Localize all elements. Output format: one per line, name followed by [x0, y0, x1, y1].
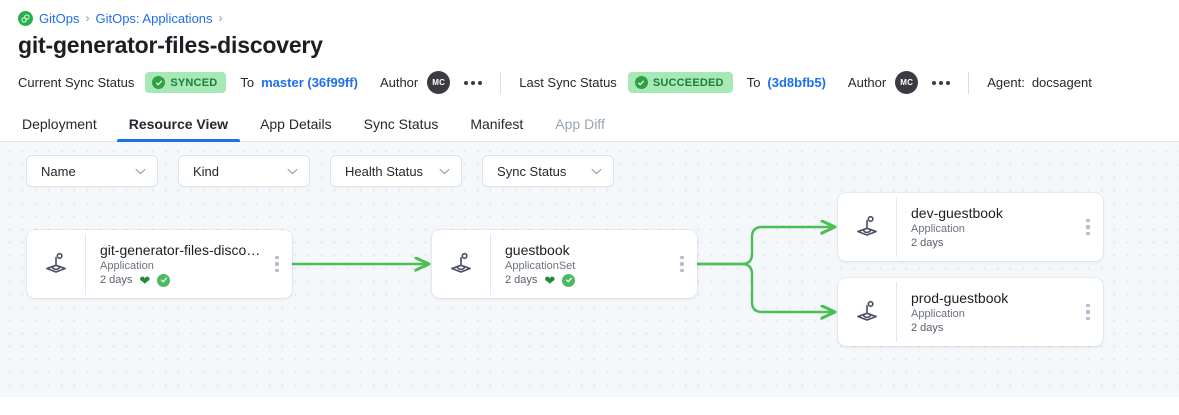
- filter-name[interactable]: Name: [26, 155, 158, 187]
- last-sync-status-badge: SUCCEEDED: [627, 72, 733, 93]
- filter-sync-status[interactable]: Sync Status: [482, 155, 615, 187]
- node-title: guestbook: [505, 241, 570, 258]
- filter-health-status[interactable]: Health Status: [330, 155, 463, 187]
- current-more-options-icon[interactable]: [464, 80, 483, 85]
- node-meta: 2 days: [911, 322, 1073, 334]
- chevron-down-icon: [287, 168, 298, 175]
- health-heart-icon: ❤: [139, 272, 151, 288]
- agent-value: docsagent: [1031, 75, 1092, 90]
- node-kind: ApplicationSet: [505, 259, 576, 272]
- last-sync-status-label: Last Sync Status: [519, 75, 617, 90]
- node-title: dev-guestbook: [911, 205, 1003, 221]
- node-menu-icon[interactable]: [1073, 218, 1103, 236]
- tab-deployment[interactable]: Deployment: [22, 116, 97, 132]
- page-title: git-generator-files-discovery: [18, 32, 323, 58]
- graph-node-dev-guestbook[interactable]: dev-guestbook Application 2 days: [838, 193, 1103, 261]
- graph-node-git-generator-files-discovery[interactable]: git-generator-files-disco… Application 2…: [27, 230, 292, 298]
- sync-check-icon: [157, 273, 171, 287]
- node-meta: 2 days: [911, 237, 1073, 249]
- argo-application-icon: [838, 299, 896, 325]
- sync-check-icon: [562, 273, 576, 287]
- node-body: prod-guestbook Application 2 days: [896, 282, 1073, 342]
- status-bar: Current Sync Status SYNCED To master (36…: [0, 59, 1179, 105]
- graph-node-prod-guestbook[interactable]: prod-guestbook Application 2 days: [838, 278, 1103, 346]
- agent-label: Agent:: [987, 75, 1025, 90]
- node-body: guestbook ApplicationSet 2 days ❤: [490, 233, 667, 295]
- node-age: 2 days: [100, 274, 133, 286]
- chevron-down-icon: [591, 168, 602, 175]
- node-body: dev-guestbook Application 2 days: [896, 197, 1073, 257]
- node-kind: Application: [911, 223, 965, 235]
- node-title: git-generator-files-disco…: [100, 241, 261, 258]
- current-to-label: To: [240, 75, 255, 90]
- tab-sync-status[interactable]: Sync Status: [363, 116, 439, 132]
- filter-kind-label: Kind: [193, 163, 220, 179]
- node-menu-icon[interactable]: [667, 255, 697, 273]
- filter-health-status-label: Health Status: [345, 163, 424, 179]
- tab-resource-view[interactable]: Resource View: [113, 116, 244, 142]
- last-author-avatar[interactable]: MC: [895, 71, 919, 94]
- last-more-options-icon[interactable]: [932, 80, 951, 85]
- gitops-logo-icon: [18, 10, 33, 26]
- node-age: 2 days: [505, 274, 538, 286]
- breadcrumb-separator-1: ›: [85, 11, 90, 25]
- filter-kind[interactable]: Kind: [178, 155, 310, 187]
- health-heart-icon: ❤: [544, 272, 556, 288]
- last-revision-link[interactable]: (3d8bfb5): [767, 75, 826, 90]
- chevron-down-icon: [135, 168, 146, 175]
- argo-application-icon: [838, 214, 896, 240]
- breadcrumb-item-gitops[interactable]: GitOps: [39, 10, 80, 26]
- check-circle-icon: [152, 76, 166, 89]
- current-revision-link[interactable]: master (36f99ff): [261, 75, 358, 90]
- check-circle-icon: [634, 76, 648, 89]
- node-age: 2 days: [911, 237, 944, 249]
- current-author-avatar[interactable]: MC: [427, 71, 451, 94]
- current-sync-status-label: Current Sync Status: [18, 75, 135, 90]
- breadcrumb-separator-2: ›: [218, 11, 223, 25]
- filter-sync-status-label: Sync Status: [497, 163, 567, 179]
- node-kind: Application: [100, 259, 154, 272]
- node-age: 2 days: [911, 322, 944, 334]
- argo-application-icon: [432, 251, 490, 277]
- node-meta: 2 days ❤: [505, 272, 667, 288]
- last-to-label: To: [746, 75, 761, 90]
- resource-graph-canvas[interactable]: Name Kind Health Status Sync Status: [0, 142, 1179, 397]
- graph-node-guestbook[interactable]: guestbook ApplicationSet 2 days ❤: [432, 230, 697, 298]
- tab-app-details[interactable]: App Details: [260, 116, 332, 132]
- current-sync-status-badge-text: SYNCED: [170, 76, 218, 89]
- node-menu-icon[interactable]: [1073, 303, 1103, 321]
- tab-manifest[interactable]: Manifest: [470, 116, 524, 132]
- node-kind: Application: [911, 308, 965, 320]
- last-sync-status-badge-text: SUCCEEDED: [652, 76, 724, 89]
- tab-bar: Deployment Resource View App Details Syn…: [0, 105, 1179, 142]
- chevron-down-icon: [439, 168, 450, 175]
- current-author-label: Author: [379, 75, 419, 90]
- status-divider-1: [500, 71, 502, 94]
- current-sync-status-badge: SYNCED: [145, 72, 227, 93]
- filter-name-label: Name: [41, 163, 76, 179]
- breadcrumb-item-applications[interactable]: GitOps: Applications: [95, 10, 213, 26]
- node-title: prod-guestbook: [911, 290, 1009, 306]
- status-divider-2: [968, 71, 970, 94]
- node-body: git-generator-files-disco… Application 2…: [85, 233, 262, 295]
- node-menu-icon[interactable]: [262, 255, 292, 273]
- last-author-label: Author: [847, 75, 887, 90]
- tab-app-diff: App Diff: [555, 116, 605, 132]
- argo-application-icon: [27, 251, 85, 277]
- filter-bar: Name Kind Health Status Sync Status: [26, 155, 615, 187]
- node-meta: 2 days ❤: [100, 272, 262, 288]
- breadcrumb: GitOps › GitOps: Applications ›: [0, 0, 1179, 26]
